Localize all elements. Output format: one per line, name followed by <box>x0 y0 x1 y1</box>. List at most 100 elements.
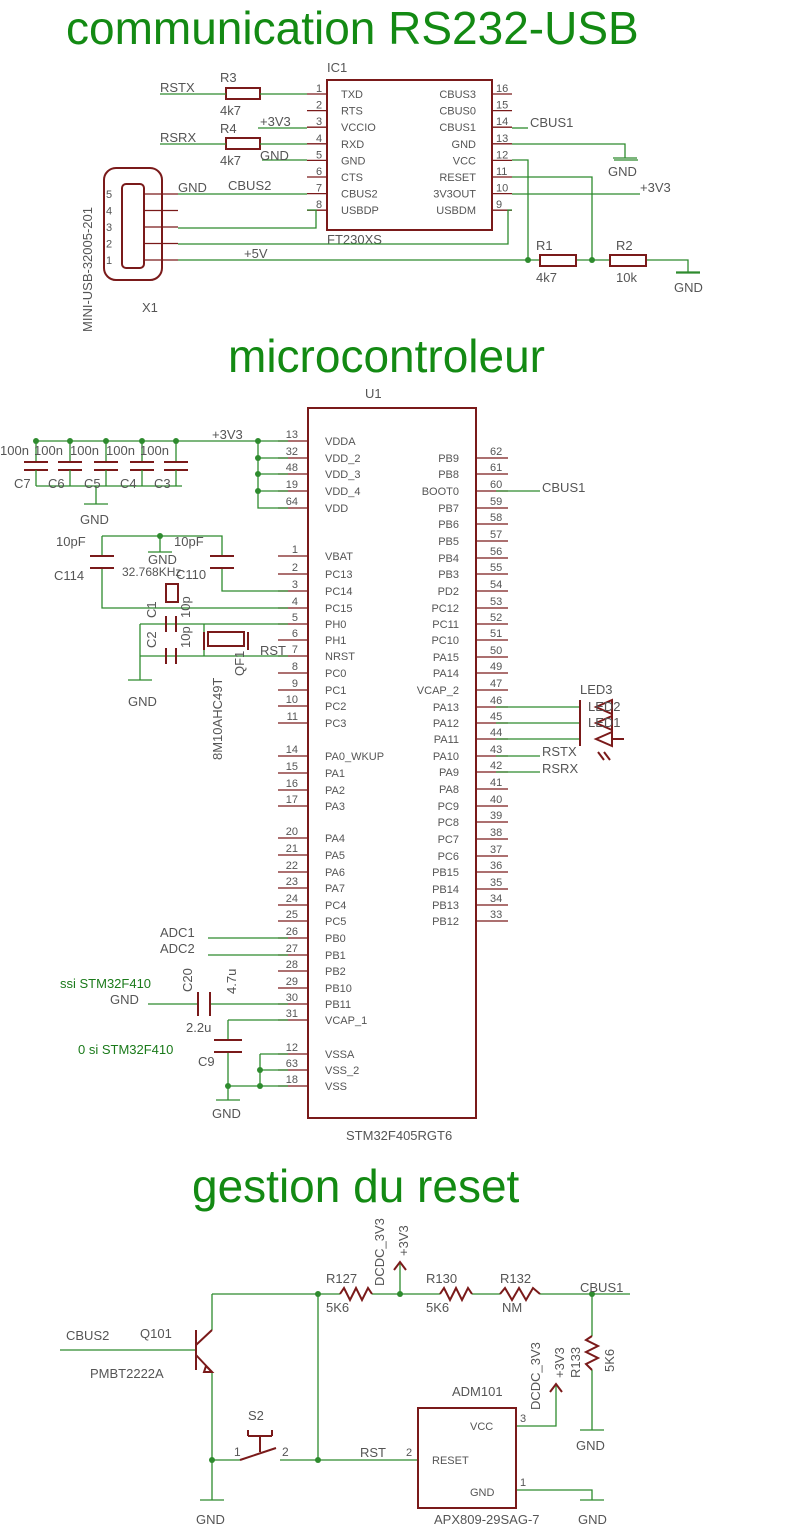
stm32-chip: U1 STM32F405RGT6 13VDDA32VDD_248VDD_319V… <box>278 386 508 1143</box>
mcu-pin-name: PC1 <box>325 685 346 697</box>
ic1-pin-name: CBUS0 <box>439 106 476 118</box>
svg-text:R4: R4 <box>220 121 237 136</box>
mcu-pin-num: 61 <box>490 462 502 474</box>
svg-text:1: 1 <box>234 1445 241 1459</box>
mcu-pin-num: 51 <box>490 628 502 640</box>
mcu-pin-num: 5 <box>292 612 298 624</box>
vss-gnd: GND <box>212 1106 241 1121</box>
mcu-pin-name: VBAT <box>325 551 353 563</box>
mcu-pin-name: PC8 <box>438 817 459 829</box>
svg-text:10p: 10p <box>178 626 193 648</box>
net-gnd-ic: GND <box>260 148 289 163</box>
ic1-pin-num: 1 <box>316 83 322 95</box>
mcu-rstx: RSTX <box>542 744 577 759</box>
mcu-pin-name: PC15 <box>325 603 353 615</box>
mcu-cbus1: CBUS1 <box>542 480 585 495</box>
mcu-pin-name: PB6 <box>438 519 459 531</box>
mcu-pin-num: 63 <box>286 1058 298 1070</box>
reset-wires <box>60 1264 630 1500</box>
mcu-pin-name: PC2 <box>325 701 346 713</box>
svg-text:4k7: 4k7 <box>220 153 241 168</box>
mcu-pin-name: PA5 <box>325 850 345 862</box>
svg-text:4.7u: 4.7u <box>224 969 239 994</box>
mcu-pin-num: 42 <box>490 760 502 772</box>
led1-label: LED1 <box>588 715 621 730</box>
mcu-pin-name: PA6 <box>325 867 345 879</box>
svg-text:APX809-29SAG-7: APX809-29SAG-7 <box>434 1512 540 1527</box>
mcu-pin-num: 35 <box>490 877 502 889</box>
supervisor-adm101: ADM101 APX809-29SAG-7 VCC 3 RESET 2 GND … <box>406 1384 540 1527</box>
title-reset: gestion du reset <box>192 1160 520 1212</box>
mcu-pin-name: PH1 <box>325 635 346 647</box>
mcu-pin-name: PD2 <box>438 586 459 598</box>
svg-text:NM: NM <box>502 1300 522 1315</box>
resistor-r132: R132 NM <box>499 1271 541 1315</box>
mcu-pin-name: PC4 <box>325 900 346 912</box>
mcu-pin-num: 33 <box>490 909 502 921</box>
svg-text:R133: R133 <box>568 1347 583 1378</box>
mcu-pin-num: 18 <box>286 1074 298 1086</box>
mcu-pin-num: 7 <box>292 644 298 656</box>
ic1-pin-num: 8 <box>316 199 322 211</box>
resistor-r2: R2 10k <box>609 238 647 285</box>
svg-text:5K6: 5K6 <box>602 1349 617 1372</box>
mcu-pin-name: PC7 <box>438 834 459 846</box>
mcu-pin-name: PC13 <box>325 569 353 581</box>
resistor-r127: R127 5K6 <box>326 1271 373 1315</box>
usb-pin-num: 5 <box>106 189 112 201</box>
svg-text:10p: 10p <box>178 596 193 618</box>
ic1-pin-num: 2 <box>316 100 322 112</box>
mcu-pin-name: PA1 <box>325 768 345 780</box>
svg-text:PMBT2222A: PMBT2222A <box>90 1366 164 1381</box>
decap-ref: C4 <box>120 476 137 491</box>
ic1-pin-num: 13 <box>496 133 508 145</box>
mcu-pin-name: PA13 <box>433 702 459 714</box>
mcu-pin-num: 30 <box>286 992 298 1004</box>
mcu-pin-name: VDDA <box>325 436 356 448</box>
led2-label: LED2 <box>588 699 621 714</box>
svg-text:4k7: 4k7 <box>220 103 241 118</box>
mcu-pin-num: 37 <box>490 844 502 856</box>
mcu-pin-num: 50 <box>490 645 502 657</box>
cap-c110: 10pF C110 <box>174 534 234 582</box>
note-ssi: ssi STM32F410 <box>60 976 151 991</box>
ic1-pin-num: 5 <box>316 149 322 161</box>
mcu-pin-name: VDD_2 <box>325 453 360 465</box>
mcu-pin-name: PB11 <box>325 999 351 1011</box>
vss-wires <box>225 1053 288 1100</box>
svg-text:3: 3 <box>520 1413 526 1425</box>
mcu-left-pins: 13VDDA32VDD_248VDD_319VDD_464VDD1VBAT2PC… <box>278 429 384 1093</box>
mcu-pin-name: PB2 <box>325 966 346 978</box>
ic1-pin-num: 11 <box>496 166 507 178</box>
ic1-pin-name: RXD <box>341 139 364 151</box>
cap-c9: 2.2u C9 <box>186 1019 288 1087</box>
ic1-pin-name: CTS <box>341 172 363 184</box>
mcu-pin-num: 16 <box>286 778 298 790</box>
svg-text:2.2u: 2.2u <box>186 1020 211 1035</box>
svg-text:C9: C9 <box>198 1054 215 1069</box>
mcu-supply-wires <box>36 438 288 509</box>
resistor-r4: R4 4k7 <box>220 121 261 168</box>
osc32-gnd: GND <box>148 552 177 567</box>
net-gnd-usb: GND <box>178 180 207 195</box>
mcu-pin-name: PC9 <box>438 801 459 813</box>
mcu-pin-num: 17 <box>286 794 298 806</box>
mcu-pin-name: PA0_WKUP <box>325 751 384 763</box>
mcu-right-pins: 62PB961PB860BOOT059PB758PB657PB556PB455P… <box>417 446 508 928</box>
svg-text:R130: R130 <box>426 1271 457 1286</box>
cap-c114: 10pF C114 <box>54 534 114 583</box>
decap-value: 100n <box>70 443 99 458</box>
mcu-pin-num: 64 <box>286 496 298 508</box>
usb-pin-num: 1 <box>106 255 112 267</box>
cap-c20: C20 4.7u <box>148 968 288 1016</box>
ic1-pin-name: TXD <box>341 89 363 101</box>
mcu-pin-name: PC6 <box>438 851 459 863</box>
ground-symbols <box>84 157 700 1501</box>
mcu-pin-num: 45 <box>490 711 502 723</box>
adm-gnd: GND <box>578 1512 607 1527</box>
net-3v3-vccio: +3V3 <box>260 114 291 129</box>
mcu-pin-name: VSS_2 <box>325 1065 359 1077</box>
ic1-right-pins: 16CBUS315CBUS014CBUS113GND12VCC11RESET10… <box>433 83 512 217</box>
mcu-pin-num: 46 <box>490 695 502 707</box>
ic1-pin-name: RESET <box>439 172 476 184</box>
